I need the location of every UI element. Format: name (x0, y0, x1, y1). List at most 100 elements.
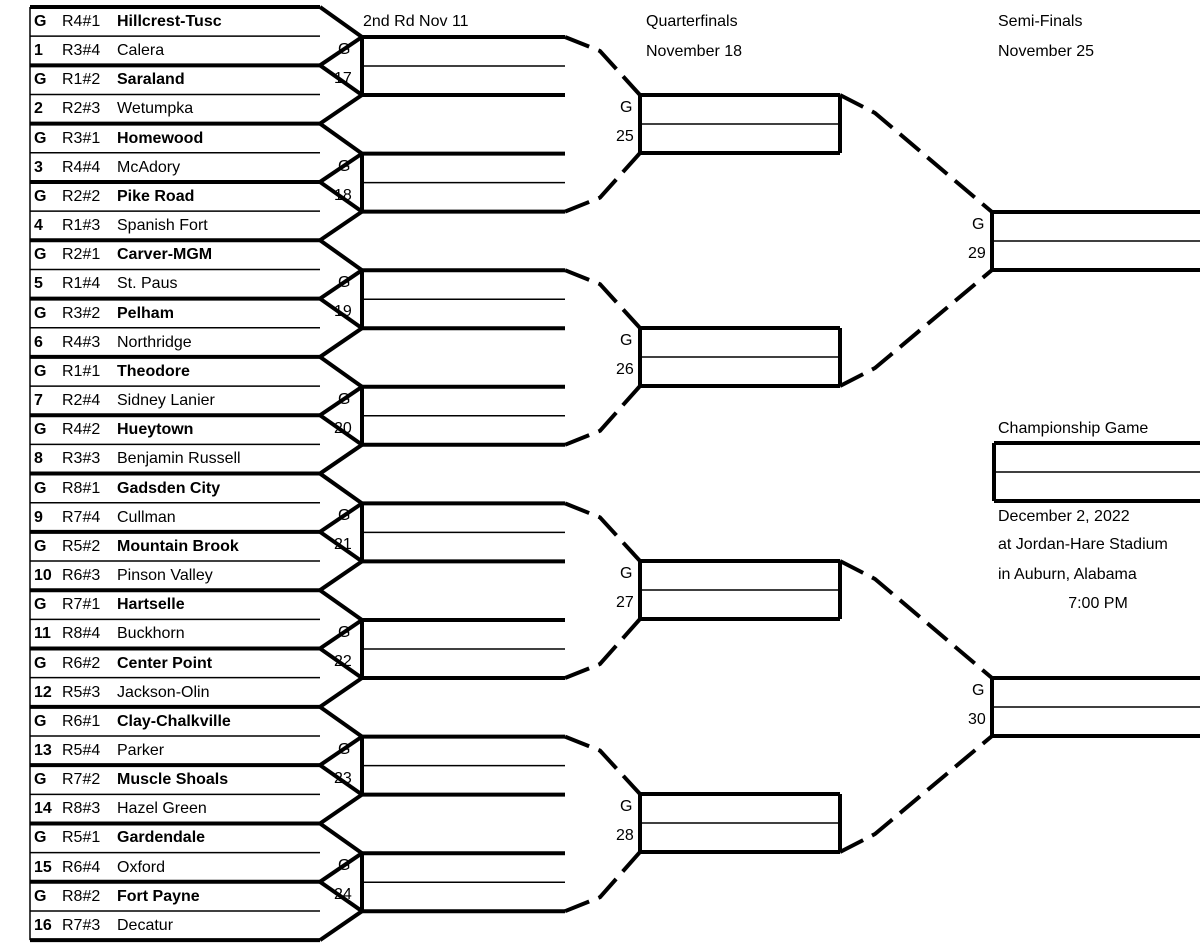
connector-line (318, 238, 364, 272)
team-seed: G (34, 129, 47, 147)
team-seed: G (34, 654, 47, 672)
team-team: Benjamin Russell (117, 450, 241, 468)
team-seed: 2 (34, 100, 43, 118)
team-team: Fort Payne (117, 887, 200, 905)
semifinal-game-number: 29 (968, 245, 986, 262)
team-team: Jackson-Olin (117, 683, 210, 701)
round2-game-number: 23 (334, 769, 352, 787)
team-code: R8#3 (62, 800, 101, 818)
team-seed: G (34, 537, 47, 555)
connector-line (318, 559, 364, 592)
team-seed: 12 (34, 683, 52, 701)
team-code: R7#2 (62, 771, 101, 789)
round2-game-number: 24 (334, 886, 352, 904)
qf-connector (564, 35, 642, 97)
team-code: R1#3 (62, 217, 101, 235)
semifinals-header: Semi-Finals (998, 13, 1083, 30)
qf-connector (564, 384, 642, 447)
connector-line (318, 413, 364, 447)
team-team: Oxford (117, 858, 166, 876)
team-team: Carver-MGM (117, 246, 213, 264)
connector-line (318, 909, 364, 942)
connector-line (318, 880, 364, 913)
team-code: R5#3 (62, 683, 101, 701)
team-team: Hueytown (117, 421, 194, 439)
connector-line (318, 5, 364, 39)
team-team: Pelham (117, 304, 174, 322)
championship-header: Championship Game (998, 420, 1149, 437)
team-code: R1#2 (62, 71, 101, 89)
connector-line (318, 471, 364, 506)
team-code: R4#4 (62, 158, 101, 176)
round2-game-g: G (338, 740, 351, 758)
quarterfinals-date: November 18 (646, 43, 743, 60)
team-team: Calera (117, 42, 165, 60)
team-code: R4#2 (62, 421, 101, 439)
semifinals-date: November 25 (998, 43, 1095, 60)
round2-game-g: G (338, 274, 351, 292)
team-code: R6#2 (62, 654, 101, 672)
team-seed: 11 (34, 625, 51, 643)
connector-line (318, 180, 364, 214)
team-team: Hartselle (117, 596, 185, 614)
team-seed: G (34, 187, 47, 205)
team-code: R2#1 (62, 246, 101, 264)
team-team: Pinson Valley (117, 567, 213, 585)
team-seed: G (34, 421, 47, 439)
quarterfinal-game-g: G (620, 798, 633, 815)
quarterfinal-game-number: 26 (616, 361, 634, 378)
quarterfinal-game-g: G (620, 332, 633, 349)
team-code: R7#4 (62, 508, 101, 526)
quarterfinal-game-g: G (620, 565, 633, 582)
connector-line (318, 93, 364, 126)
team-team: St. Paus (117, 275, 178, 293)
team-seed: G (34, 596, 47, 614)
connector-line (318, 355, 364, 389)
round2-game-number: 20 (334, 419, 352, 437)
connector-line (318, 734, 364, 767)
team-code: R3#1 (62, 129, 101, 147)
qf-connector (564, 268, 642, 330)
team-row: G R7#1 Hartselle (30, 590, 320, 619)
connector-line (318, 35, 364, 67)
connector-line (318, 618, 364, 651)
quarterfinal-game-number: 25 (616, 128, 634, 145)
team-seed: 1 (34, 42, 43, 60)
team-code: R4#1 (62, 13, 101, 30)
team-team: Clay-Chalkville (117, 712, 231, 730)
team-seed: 4 (34, 217, 43, 235)
team-code: R5#2 (62, 537, 101, 555)
team-code: R7#3 (62, 916, 101, 934)
team-code: R3#2 (62, 304, 101, 322)
team-seed: 14 (34, 800, 52, 818)
team-code: R4#3 (62, 333, 101, 351)
round2-game-number: 22 (334, 653, 352, 670)
quarterfinals-header: Quarterfinals (646, 13, 738, 30)
round2-game-g: G (338, 41, 351, 58)
round2-game-g: G (338, 624, 351, 641)
connector-line (318, 851, 364, 884)
qf-connector (564, 617, 642, 680)
team-seed: 7 (34, 392, 43, 410)
team-seed: G (34, 362, 47, 380)
team-seed: G (34, 771, 47, 789)
team-code: R7#1 (62, 596, 101, 614)
championship-city: in Auburn, Alabama (998, 566, 1137, 583)
